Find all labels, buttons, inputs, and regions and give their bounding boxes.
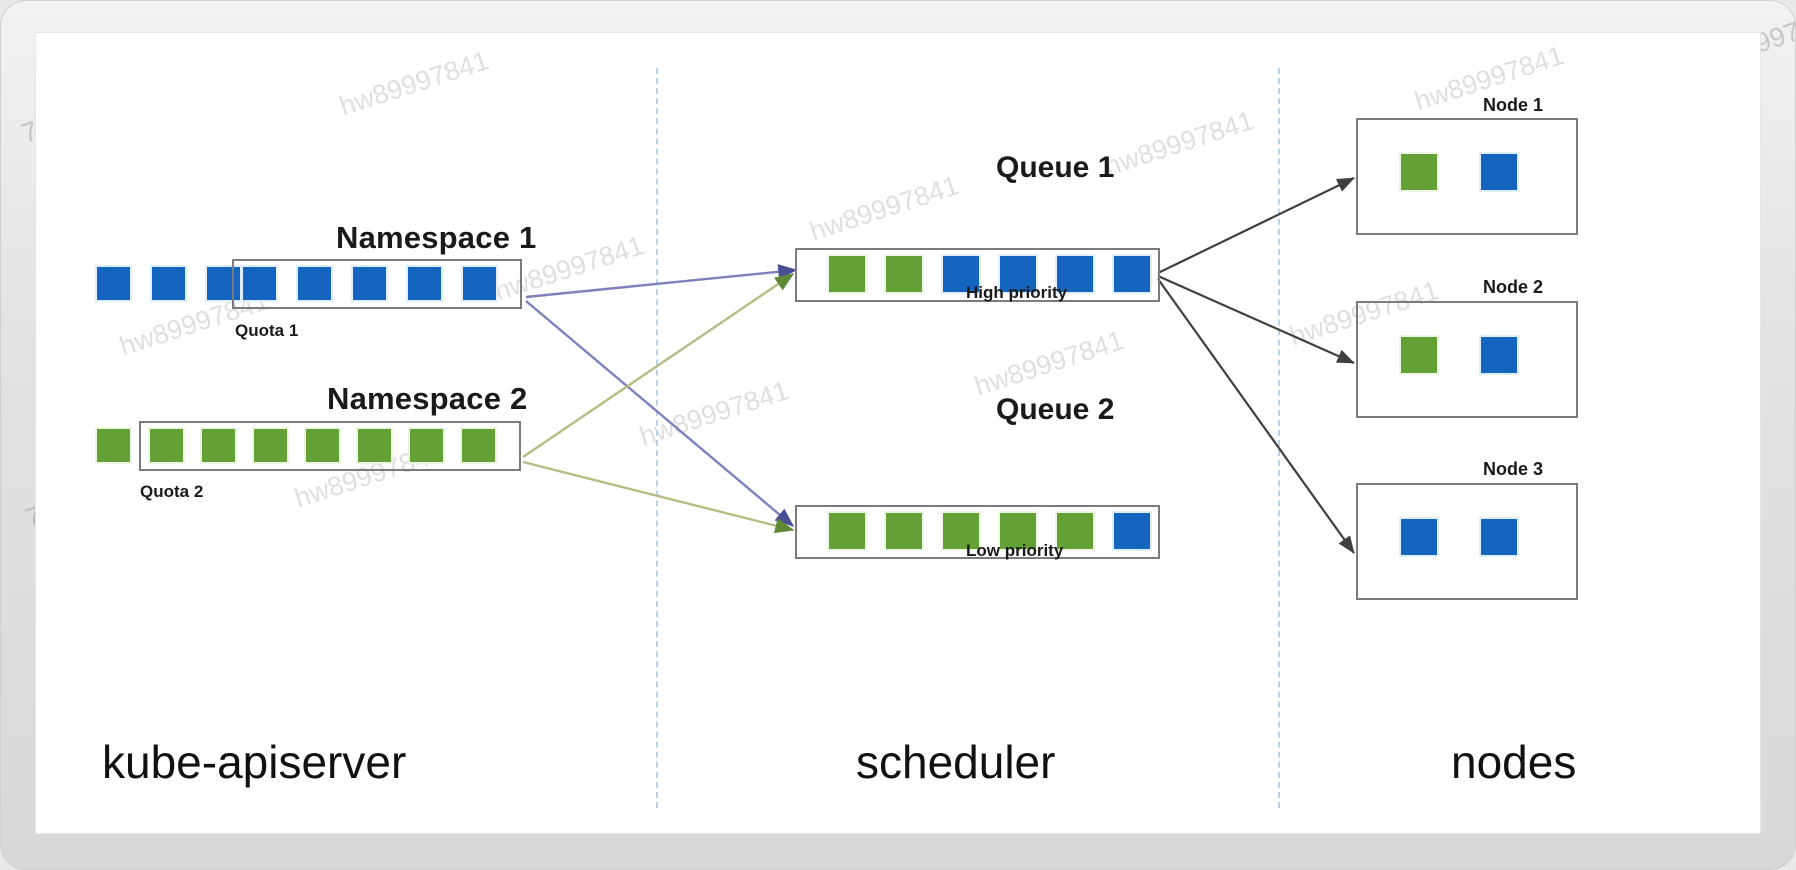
watermark: hw89997841: [971, 325, 1128, 402]
queue-2-label: Queue 2: [996, 393, 1115, 426]
namespace-1-outside-pod: [207, 267, 240, 300]
separator-scheduler-nodes: [1278, 68, 1280, 808]
queue-1-priority-label: High priority: [966, 283, 1068, 302]
node-2-label: Node 2: [1483, 277, 1544, 297]
queue-1-box: [795, 248, 1160, 302]
node-3-box: [1356, 483, 1578, 600]
queue-2-priority-label: Low priority: [966, 541, 1064, 560]
queue-1-label: Queue 1: [996, 151, 1115, 184]
quota-1-label: Quota 1: [235, 321, 299, 340]
namespace-2-outside-pod: [97, 429, 130, 462]
watermark: hw89997841: [1101, 105, 1258, 182]
node-3-pod: [1481, 519, 1517, 555]
queue-1-pod: [943, 256, 979, 292]
namespace-2-inside-pod: [358, 429, 391, 462]
namespace-1-inside-pod: [243, 267, 276, 300]
queue-2-pod: [1114, 513, 1150, 549]
queue-2-pod: [1000, 513, 1036, 549]
namespace-2-inside-pod: [410, 429, 443, 462]
queue-1-pod: [1000, 256, 1036, 292]
node-1-pod: [1481, 154, 1517, 190]
edge-queue1-to-node1: [1157, 177, 1355, 274]
stage-label-scheduler: scheduler: [856, 736, 1056, 788]
namespace-2-inside-pod: [150, 429, 183, 462]
node-3-label: Node 3: [1483, 459, 1544, 479]
quota-2-box: [139, 421, 521, 471]
queue-1-pod: [829, 256, 865, 292]
queue-2-pod: [943, 513, 979, 549]
watermark: hw89997841: [806, 170, 963, 247]
namespace-2-inside-pod: [254, 429, 287, 462]
namespace-1-outside-pod: [97, 267, 130, 300]
quota-2-label: Quota 2: [140, 482, 204, 501]
queue-2-pod: [1057, 513, 1093, 549]
stage-label-kube-apiserver: kube-apiserver: [102, 736, 407, 788]
namespace-1-outside-pod: [152, 267, 185, 300]
namespace-2-inside-pod: [306, 429, 339, 462]
queue-1-pod: [1057, 256, 1093, 292]
diagram-canvas: hw89997841 hw89997841 hw89997841 hw89997841…: [36, 33, 1760, 833]
node-1-pod: [1401, 154, 1437, 190]
namespace-1-inside-pod: [408, 267, 441, 300]
edge-namespace2-to-queue2: [522, 460, 795, 534]
namespace-1-inside-pod: [463, 267, 496, 300]
queue-2-pod: [886, 513, 922, 549]
namespace-2-label: Namespace 2: [327, 381, 528, 416]
queue-1-pod: [886, 256, 922, 292]
node-1-box: [1356, 118, 1578, 235]
queue-1-pod: [1114, 256, 1150, 292]
namespace-1-inside-pod: [298, 267, 331, 300]
queue-2-pod: [829, 513, 865, 549]
node-3-pod: [1401, 519, 1437, 555]
node-1-label: Node 1: [1483, 95, 1544, 115]
namespace-2-inside-pod: [462, 429, 495, 462]
quota-1-box: [232, 259, 522, 309]
watermark: hw89997841: [336, 45, 493, 122]
stage-label-nodes: nodes: [1451, 736, 1577, 788]
namespace-1-label: Namespace 1: [336, 220, 537, 255]
node-2-pod: [1401, 337, 1437, 373]
queue-2-box: [795, 505, 1160, 559]
node-2-box: [1356, 301, 1578, 418]
namespace-1-inside-pod: [353, 267, 386, 300]
watermark: hw89997841: [636, 375, 793, 452]
namespace-2-inside-pod: [202, 429, 235, 462]
separator-apiserver-scheduler: [656, 68, 658, 808]
node-2-pod: [1481, 337, 1517, 373]
